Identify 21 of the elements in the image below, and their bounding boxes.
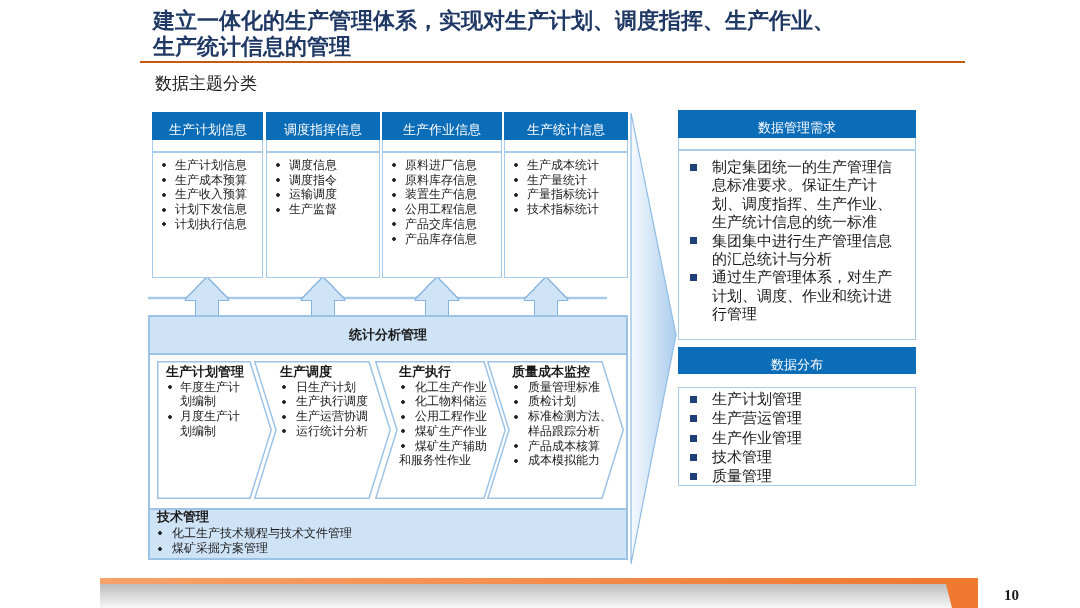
page-number: 10	[1004, 587, 1019, 604]
category-header: 调度指挥信息	[266, 112, 380, 140]
section-label: 数据主题分类	[155, 73, 257, 95]
category-header: 生产作业信息	[382, 112, 502, 140]
category-header: 数据分布	[678, 347, 916, 374]
block-arrow	[415, 278, 459, 315]
group-panel	[148, 315, 628, 560]
category-header: 数据管理需求	[678, 110, 916, 138]
section-heading: 生产调度	[280, 365, 333, 380]
section-heading: 技术管理	[157, 510, 210, 526]
slide-title: 建立一体化的生产管理体系，实现对生产计划、调度指挥、生产作业、生产统计信息的管理	[153, 8, 836, 60]
block-arrow	[301, 278, 345, 315]
info-band	[150, 508, 626, 558]
block-arrow	[524, 278, 568, 315]
section-heading: 质量成本监控	[512, 365, 591, 380]
panel-header: 统计分析管理	[150, 317, 626, 355]
section-heading: 生产计划管理	[166, 365, 245, 380]
category-header: 生产统计信息	[504, 112, 628, 140]
category-header: 生产计划信息	[152, 112, 263, 140]
section-heading: 生产执行	[399, 365, 452, 380]
block-arrow	[185, 278, 229, 315]
